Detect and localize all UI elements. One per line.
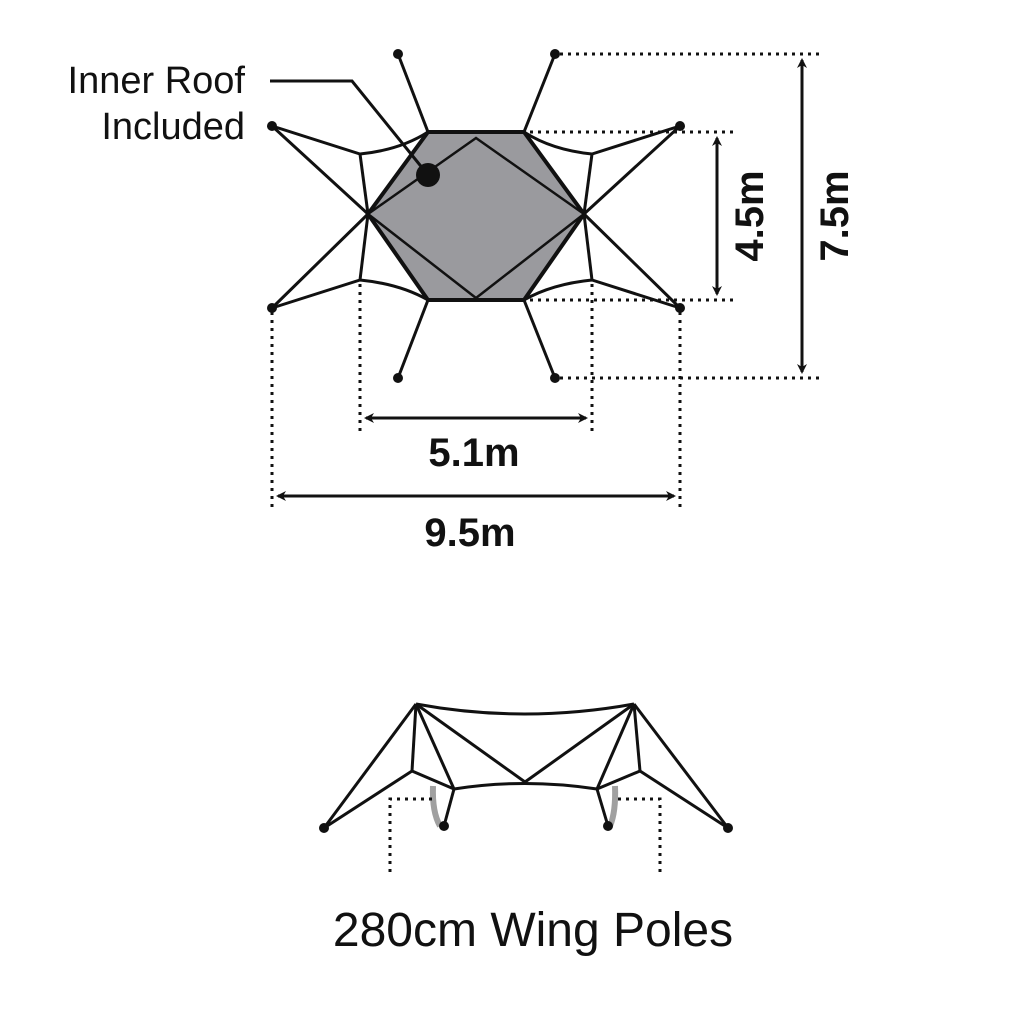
callout-line2: Included — [101, 106, 245, 148]
callout-dot — [416, 163, 440, 187]
label-inner-width: 5.1m — [428, 431, 519, 475]
label-outer-width: 9.5m — [424, 511, 515, 555]
anchor-dot — [550, 49, 560, 59]
anchor-dot — [723, 823, 733, 833]
label-outer-height: 7.5m — [813, 170, 857, 261]
anchor-dot — [267, 303, 277, 313]
anchor-dot — [439, 821, 449, 831]
anchor-dot — [319, 823, 329, 833]
top-view — [267, 49, 820, 510]
callout-line1: Inner Roof — [68, 60, 246, 102]
wing-pole-right — [607, 785, 619, 828]
anchor-dot — [267, 121, 277, 131]
anchor-dot — [393, 49, 403, 59]
anchor-dot — [675, 303, 685, 313]
inner-roof-diamond — [365, 136, 587, 300]
side-view-caption: 280cm Wing Poles — [333, 904, 733, 957]
anchor-dot — [603, 821, 613, 831]
side-view — [319, 702, 733, 872]
anchor-dot — [393, 373, 403, 383]
callout-leader — [270, 79, 430, 176]
wing-pole-left — [429, 785, 443, 828]
label-inner-height: 4.5m — [728, 170, 772, 261]
anchor-dot — [550, 373, 560, 383]
anchor-dot — [675, 121, 685, 131]
